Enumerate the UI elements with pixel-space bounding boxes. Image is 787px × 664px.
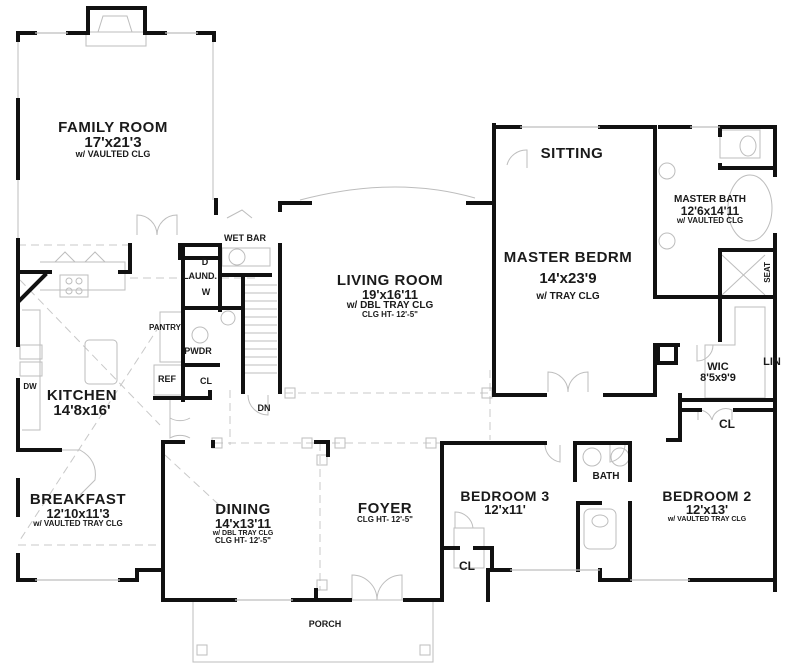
door-swings xyxy=(136,149,733,601)
stair-treads xyxy=(245,284,277,374)
bath-label: BATH xyxy=(592,471,620,482)
windows xyxy=(35,32,720,601)
sitting-label: SITTING xyxy=(540,145,604,162)
wet-bar-label: WET BAR xyxy=(224,233,266,243)
powder-label: PWDR xyxy=(184,346,212,356)
bedroom2-label: BEDROOM 2 12'x13' w/ VAULTED TRAY CLG xyxy=(662,488,752,523)
dryer-label: D xyxy=(201,257,209,267)
dishwasher-label: DW xyxy=(23,382,37,391)
hall-closet-label: CL xyxy=(200,376,212,386)
breakfast-label: BREAKFAST 12'10x11'3 w/ VAULTED TRAY CLG xyxy=(29,491,127,528)
ceiling-dashed-lines xyxy=(18,244,491,590)
master-bedroom-label: MASTER BEDRM 14'x23'9 w/ TRAY CLG xyxy=(503,249,633,302)
linen-label: LIN xyxy=(763,356,781,368)
dining-label: DINING 14'x13'11 w/ DBL TRAY CLG CLG HT-… xyxy=(212,501,274,545)
kitchen-label: KITCHEN 14'8x16' xyxy=(46,387,118,419)
column-posts xyxy=(196,387,493,656)
foyer-label: FOYER CLG HT- 12'-5" xyxy=(357,500,413,524)
ref-label: REF xyxy=(158,374,176,384)
wic-label: WIC 8'5x9'9 xyxy=(700,361,736,384)
family-room-label: FAMILY ROOM 17'x21'3 w/ VAULTED CLG xyxy=(58,119,168,159)
bedroom3-closet-label: CL xyxy=(459,559,475,573)
washer-label: W xyxy=(201,287,211,297)
seat-label: SEAT xyxy=(763,262,772,283)
porch-label: PORCH xyxy=(308,619,342,629)
walls xyxy=(16,6,777,602)
master-bath-label: MASTER BATH 12'6x14'11 w/ VAULTED CLG xyxy=(673,194,747,225)
fixtures xyxy=(17,15,773,663)
pantry-label: PANTRY xyxy=(149,323,181,332)
bedroom2-closet-label: CL xyxy=(719,417,735,431)
living-room-label: LIVING ROOM 19'x16'11 w/ DBL TRAY CLG CL… xyxy=(336,272,444,319)
bedroom3-label: BEDROOM 3 12'x11' xyxy=(460,488,550,517)
laundry-label: LAUND. xyxy=(183,271,217,281)
stairs-down-label: DN xyxy=(257,403,271,413)
